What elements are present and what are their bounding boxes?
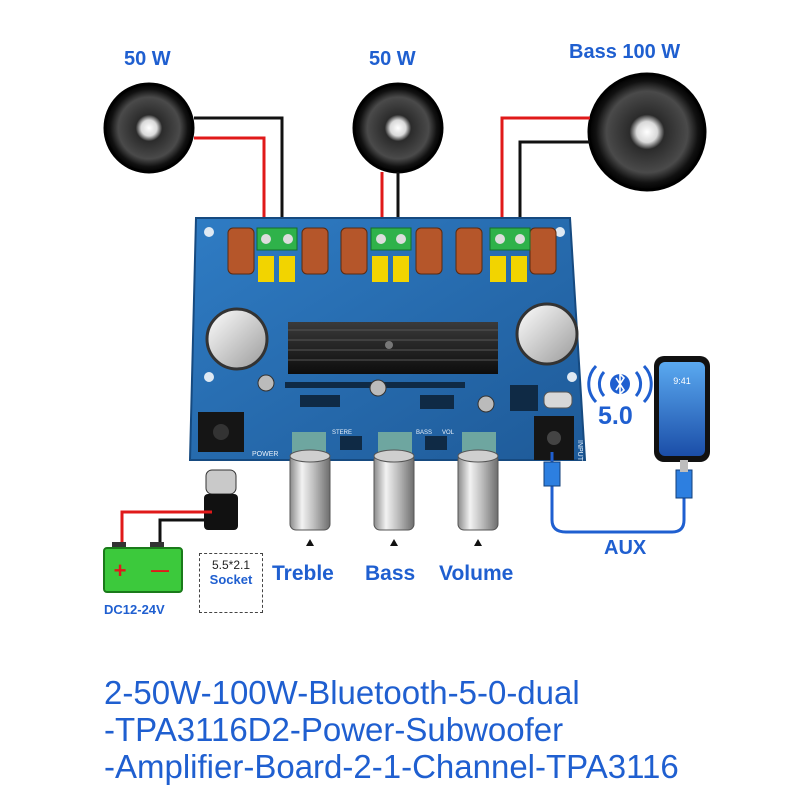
speaker-left [103,82,195,174]
aux-label: AUX [604,537,647,559]
silk-power: POWER [252,451,278,458]
dc-jack [198,412,244,452]
output-channel-3 [455,227,557,282]
bass-knob[interactable] [373,449,415,531]
bluetooth-version-label: 5.0 [598,402,633,430]
silk-stereo: STERE [332,430,352,436]
capacitor-left [205,307,269,371]
output-channel-2 [340,227,443,282]
battery: + — [103,542,183,593]
aux-cable [543,452,693,534]
amplifier-board: POWER STERE BASS VOL INPUT [188,217,587,462]
caption-line-1: 2-50W-100W-Bluetooth-5-0-dual [104,674,580,711]
treble-label: Treble [272,562,334,585]
speaker-left-label: 50 W [124,48,171,70]
speaker-bass [587,72,707,192]
speaker-bass-label: Bass 100 W [569,41,681,63]
power-wires [120,510,212,548]
product-caption: 2-50W-100W-Bluetooth-5-0-dual -TPA3116D2… [104,674,679,785]
silk-input: INPUT [576,440,583,462]
bass-label: Bass [365,562,416,585]
voltage-label: DC12-24V [104,602,165,617]
output-channel-1 [227,227,329,282]
battery-plus: + [114,558,127,583]
treble-knob[interactable] [289,449,331,531]
knob-pointer-arrows [306,539,482,546]
smartphone: 9:41 [654,356,710,462]
socket-label: Socket [209,572,253,587]
socket-size: 5.5*2.1 [211,558,251,572]
heatsink [288,322,498,374]
aux-jack [534,416,574,460]
phone-time: 9:41 [673,376,691,386]
volume-knob[interactable] [457,449,499,531]
capacitor-right [515,302,579,366]
socket-spec-box: 5.5*2.1 Socket [199,553,263,613]
speaker-center [352,82,444,174]
speaker-center-label: 50 W [369,48,416,70]
volume-label: Volume [439,562,514,585]
silk-bass: BASS [416,430,432,436]
silk-vol: VOL [442,430,455,436]
dc-plug [204,469,238,530]
caption-line-3: -Amplifier-Board-2-1-Channel-TPA3116 [104,748,679,785]
battery-minus: — [151,560,169,580]
bluetooth-icon [587,364,653,404]
caption-line-2: -TPA3116D2-Power-Subwoofer [104,711,564,748]
